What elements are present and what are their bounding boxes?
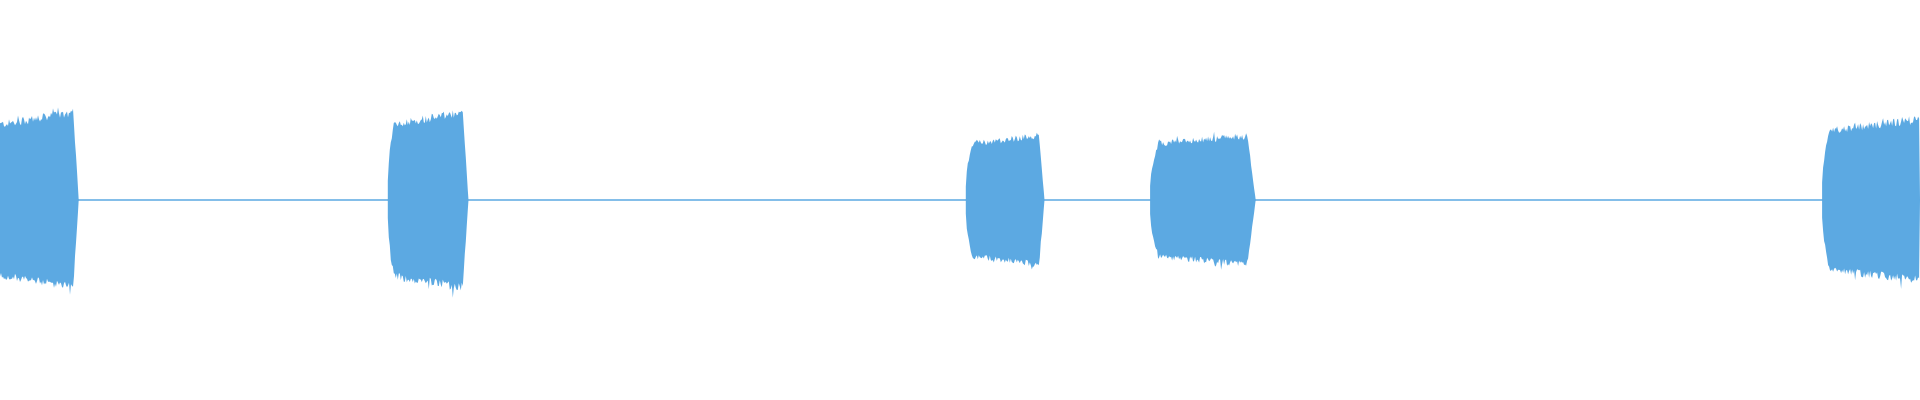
- waveform-segment: [387, 110, 469, 298]
- waveform-segment: [1822, 116, 1920, 289]
- waveform-segment: [0, 107, 79, 295]
- waveform-segment: [965, 132, 1045, 270]
- waveform-segments: [0, 107, 1920, 298]
